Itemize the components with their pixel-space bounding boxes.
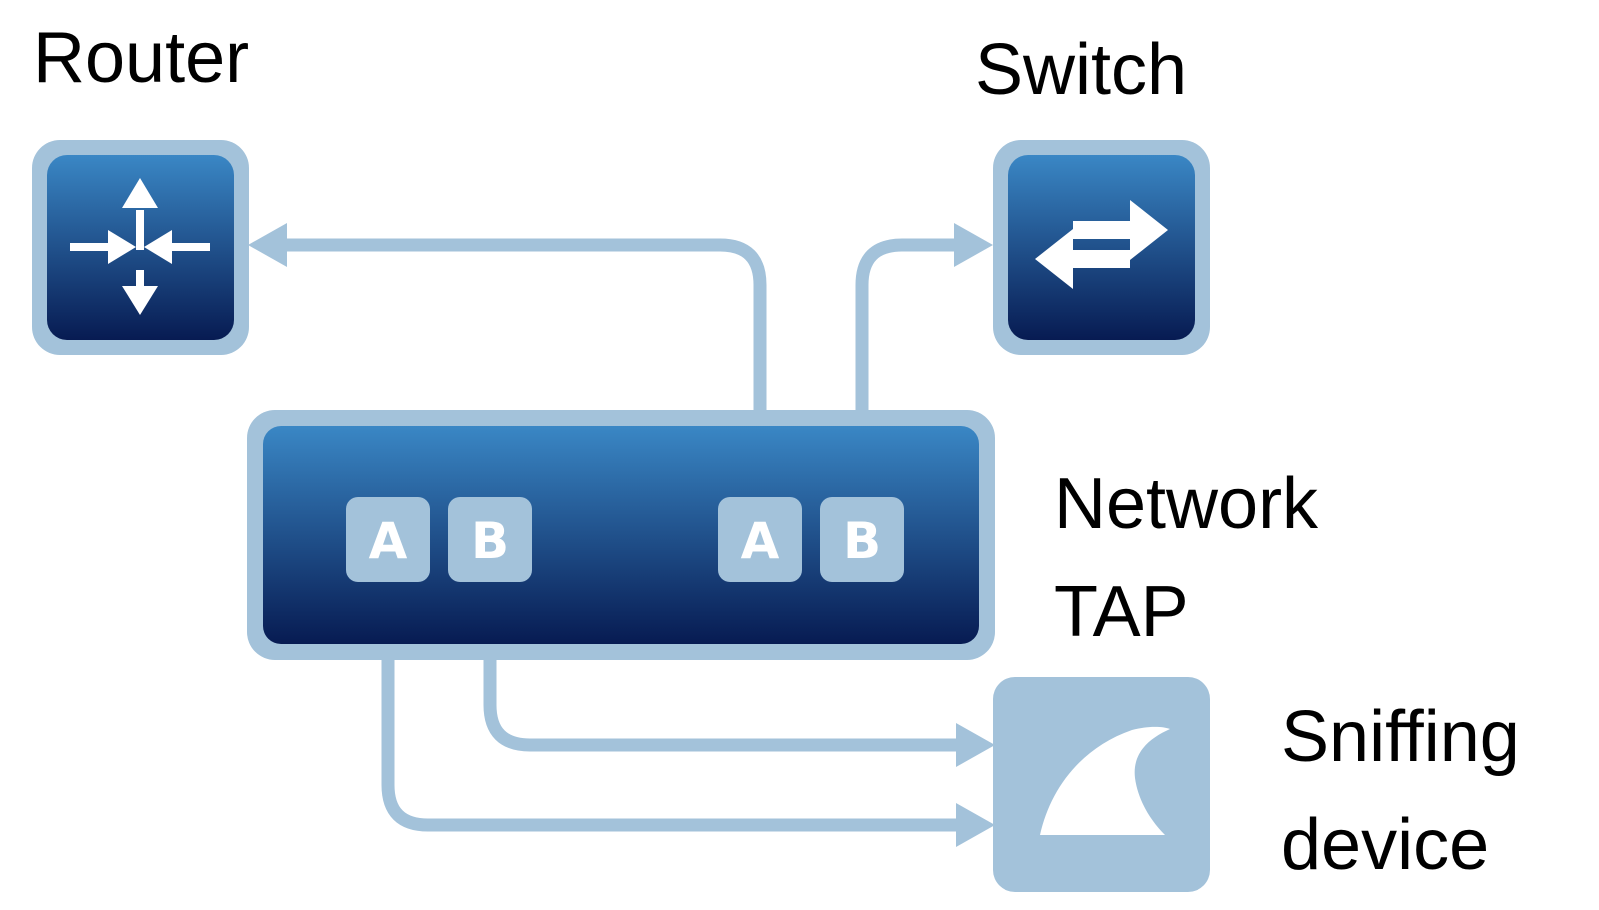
network-tap-label-line2: TAP <box>1054 572 1189 652</box>
network-tap-label-line1: Network <box>1054 464 1319 544</box>
arrowhead-to-router <box>248 223 287 267</box>
network-tap-label: Network TAP <box>1054 450 1318 666</box>
switch-label: Switch <box>975 30 1188 110</box>
port-left-b[interactable]: B <box>448 497 532 582</box>
connector-port-b-to-sniffer <box>483 590 960 752</box>
svg-text:A: A <box>741 512 780 570</box>
arrowhead-a-to-sniffer <box>956 803 995 847</box>
sniffing-device-label-line1: Sniffing <box>1281 697 1520 777</box>
svg-text:A: A <box>369 512 408 570</box>
port-right-b[interactable]: B <box>820 497 904 582</box>
connector-tap-to-switch <box>855 238 955 448</box>
network-tap-icon[interactable] <box>247 410 995 660</box>
svg-text:B: B <box>471 512 509 570</box>
router-label: Router <box>33 18 250 98</box>
svg-text:B: B <box>843 512 881 570</box>
shark-fin-icon[interactable] <box>993 677 1210 892</box>
arrowhead-b-to-sniffer <box>956 723 995 767</box>
connector-port-a-to-sniffer <box>381 590 960 832</box>
arrowhead-to-switch <box>954 223 993 267</box>
port-left-a[interactable]: A <box>346 497 430 582</box>
port-right-a[interactable]: A <box>718 497 802 582</box>
sniffing-device-label: Sniffing device <box>1281 683 1520 899</box>
switch-icon[interactable] <box>993 140 1210 355</box>
connector-tap-to-router <box>285 238 767 448</box>
router-icon[interactable] <box>32 140 249 355</box>
sniffing-device-label-line2: device <box>1281 805 1490 885</box>
